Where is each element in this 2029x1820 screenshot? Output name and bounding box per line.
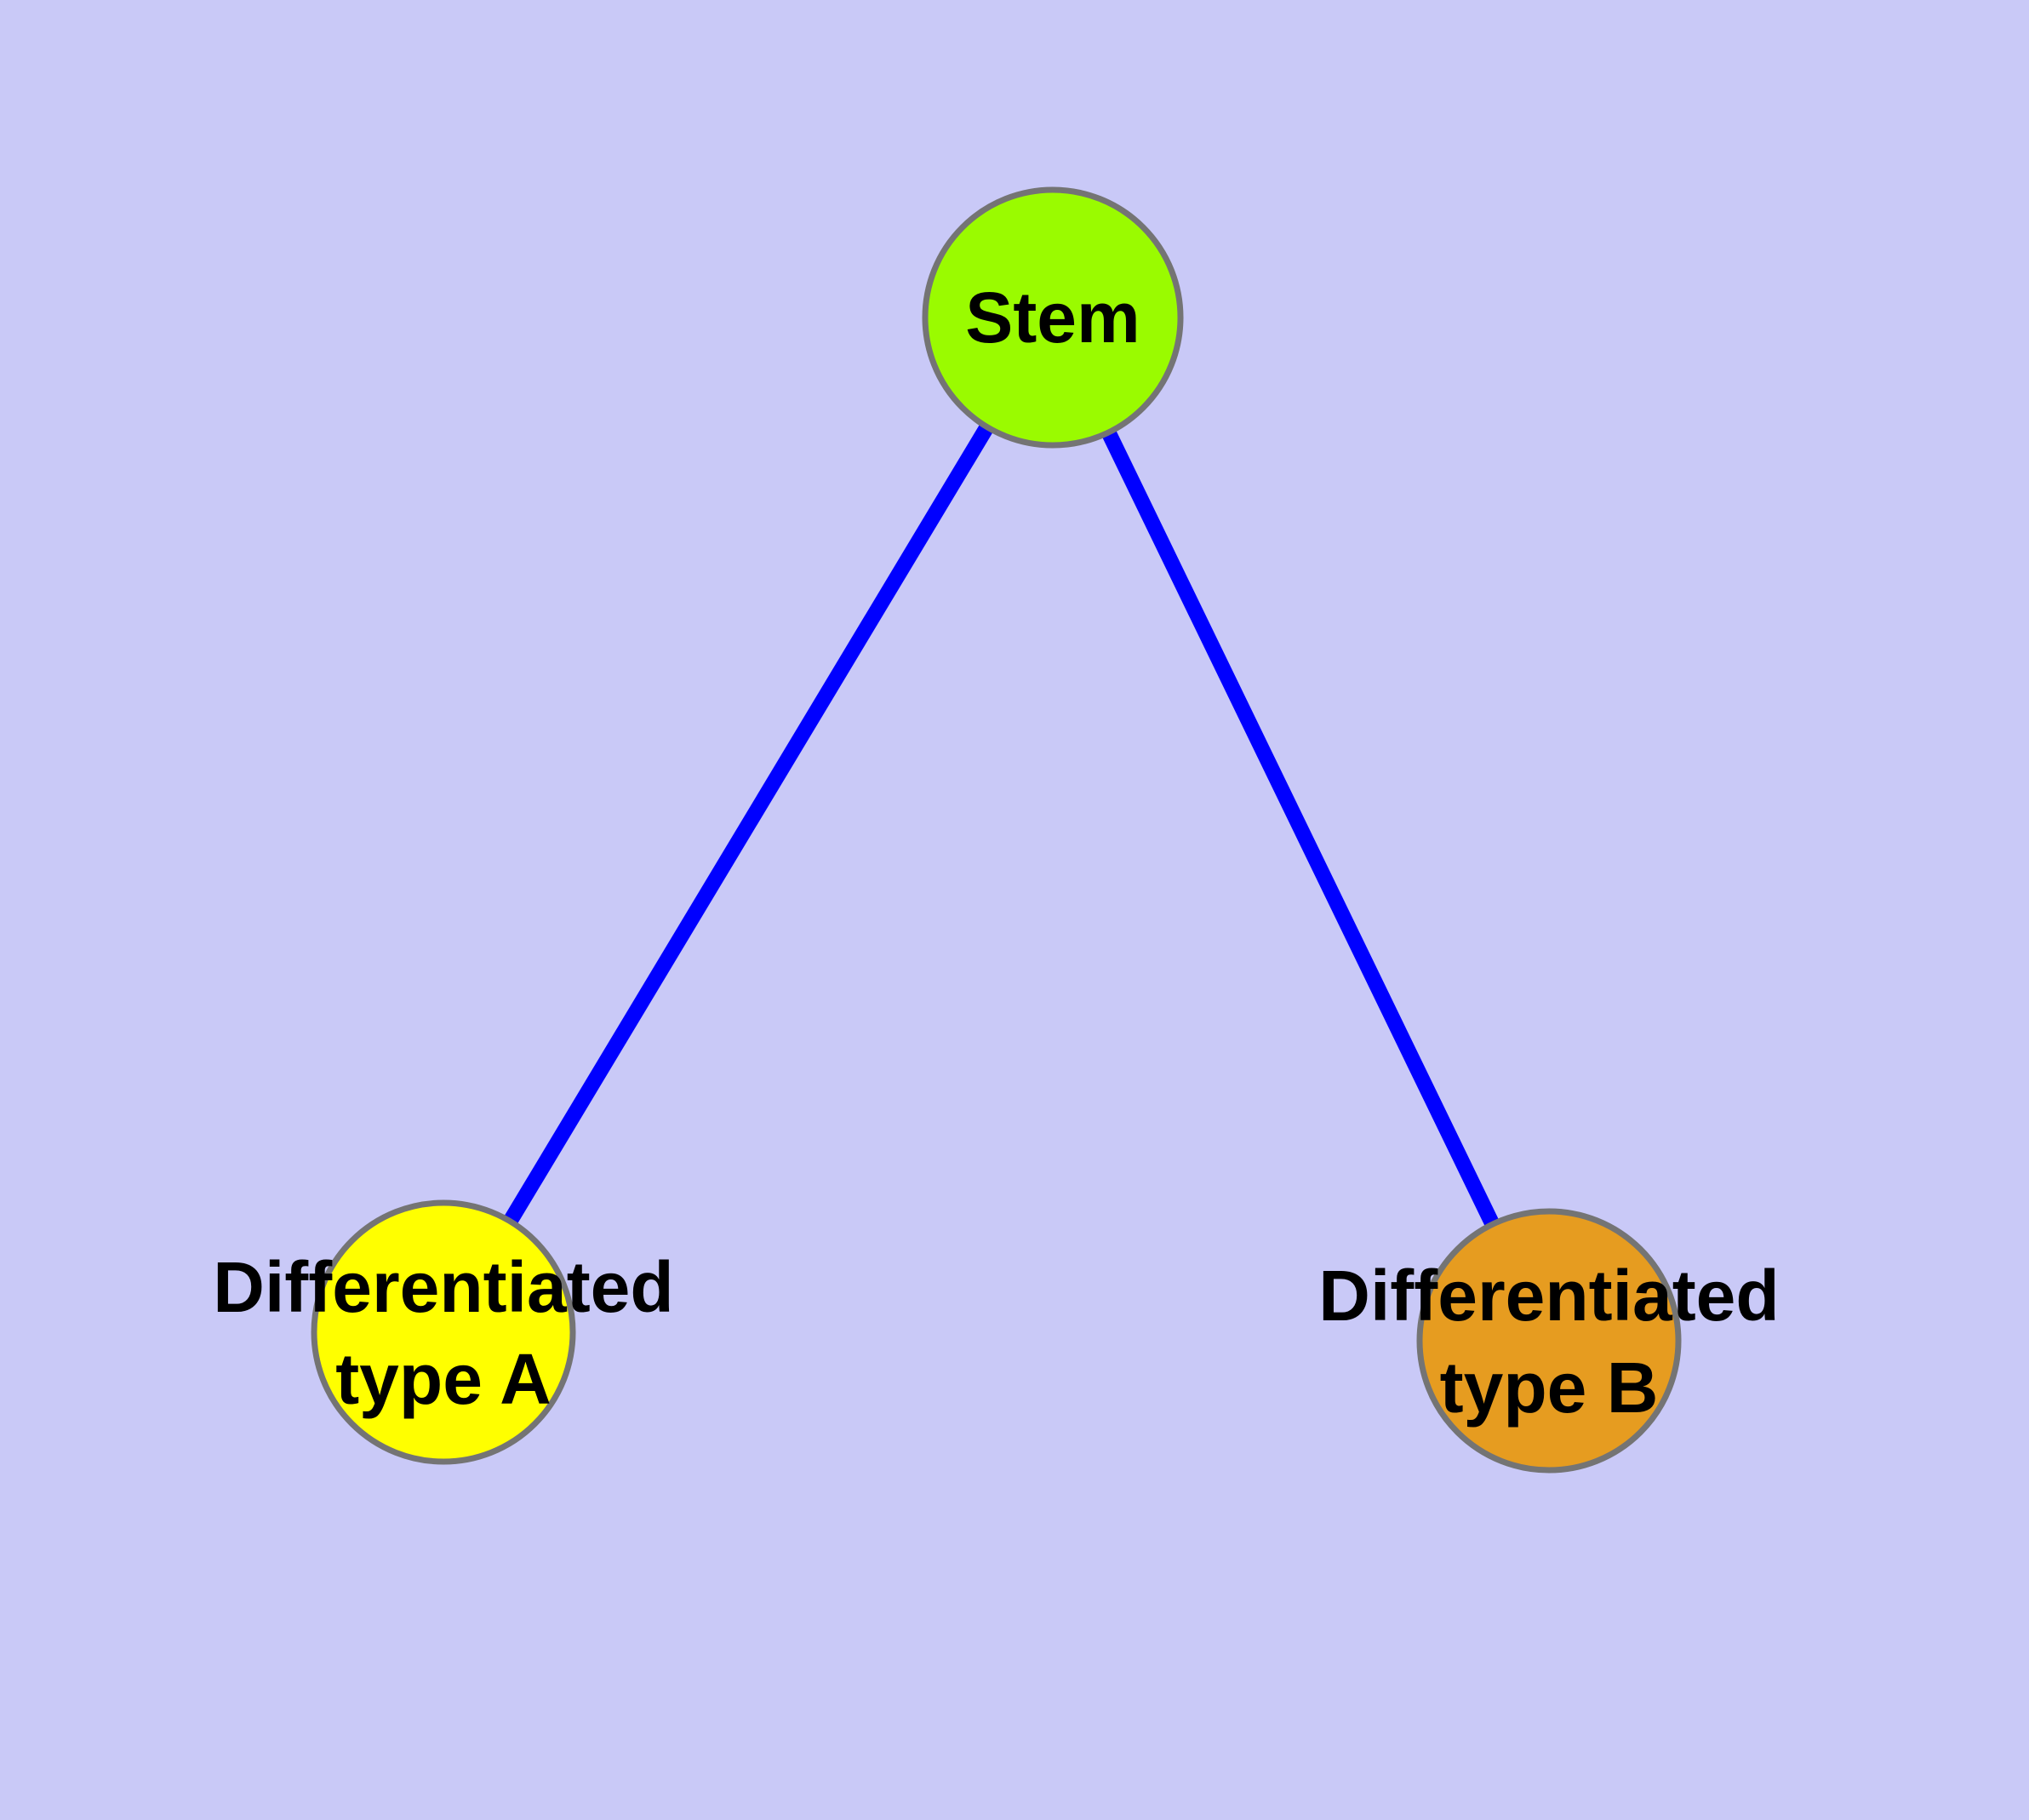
stem-node-circle [922, 186, 1184, 449]
type-a-node-label-line2: type A [335, 1339, 552, 1419]
edge-stem-to-type-a [437, 313, 1060, 1336]
edge-stem-to-type-b [1045, 314, 1557, 1344]
type-b-node-label-line1: Differentiated [1318, 1256, 1779, 1336]
type-b-node-circle [1416, 1208, 1682, 1474]
type-a-node-label-line1: Differentiated [213, 1247, 673, 1327]
type-b-node-label-line2: type B [1440, 1348, 1659, 1428]
type-a-node-circle [311, 1199, 576, 1465]
stem-node-label: Stem [965, 278, 1140, 358]
